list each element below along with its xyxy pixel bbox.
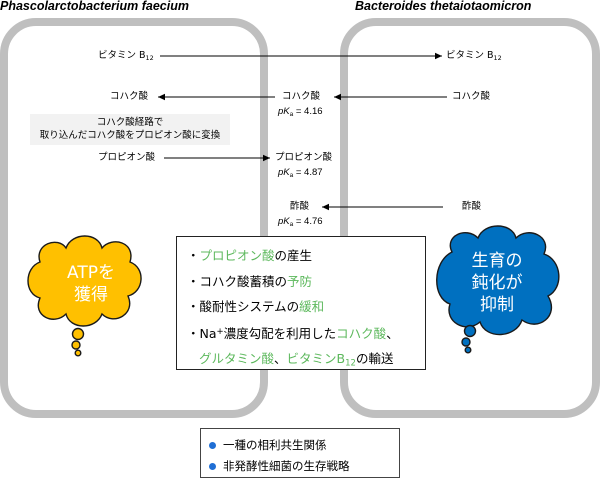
left-propionate-label: プロピオン酸 bbox=[98, 152, 156, 163]
growth-line-3: 抑制 bbox=[480, 295, 514, 315]
pka-p: p bbox=[278, 167, 284, 178]
bullet-dot bbox=[209, 463, 216, 470]
conclusion-text: 一種の相利共生関係 bbox=[223, 438, 327, 452]
highlight: コハク酸 bbox=[336, 325, 387, 341]
middle-acetate-label: 酢酸 bbox=[290, 201, 310, 212]
growth-bubble-text: 生育の 鈍化が 抑制 bbox=[452, 250, 542, 316]
subscript: 12 bbox=[345, 358, 356, 369]
highlight: 緩和 bbox=[299, 299, 325, 314]
vitamin-base: ビタミン B bbox=[98, 50, 146, 61]
highlight: ビタミンB bbox=[286, 350, 346, 366]
acetate-pka: pKa = 4.76 bbox=[278, 216, 323, 228]
text: の産生 bbox=[274, 248, 313, 263]
text: Na bbox=[199, 325, 217, 341]
text: 、 bbox=[274, 350, 287, 366]
pka-k: K bbox=[283, 106, 290, 117]
text: 濃度勾配を利用した bbox=[223, 325, 337, 341]
succinate-pathway-note: コハク酸経路で 取り込んだコハク酸をプロピオン酸に変換 bbox=[30, 114, 230, 145]
mechanism-na-gradient: ・Na+濃度勾配を利用したコハク酸、 bbox=[187, 320, 417, 346]
left-vitamin-b12-label: ビタミン B12 bbox=[98, 50, 154, 64]
vitamin-sub: 12 bbox=[493, 53, 502, 62]
bullet-dot bbox=[209, 442, 216, 449]
bullet: ・ bbox=[187, 273, 200, 289]
atp-line-2: 獲得 bbox=[74, 285, 108, 305]
bullet: ・ bbox=[187, 248, 200, 263]
note-line-1: コハク酸経路で bbox=[96, 117, 164, 128]
superscript: + bbox=[216, 326, 224, 337]
growth-line-1: 生育の bbox=[471, 251, 523, 271]
left-cell-outline bbox=[0, 18, 268, 418]
atp-bubble-text: ATPを 獲得 bbox=[46, 262, 136, 306]
left-organism-title: Phascolarctobacterium faecium bbox=[0, 0, 189, 13]
highlight: 予防 bbox=[287, 273, 313, 289]
vitamin-base: ビタミン B bbox=[446, 50, 494, 61]
pka-p: p bbox=[278, 106, 284, 117]
pka-k: K bbox=[283, 167, 290, 178]
pka-p: p bbox=[278, 216, 284, 227]
middle-propionate-label: プロピオン酸 bbox=[275, 152, 333, 163]
propionate-pka: pKa = 4.87 bbox=[278, 167, 323, 179]
highlight: プロピオン酸 bbox=[199, 248, 275, 263]
right-succinate-label: コハク酸 bbox=[452, 91, 491, 102]
conclusion-item: 一種の相利共生関係 bbox=[209, 435, 389, 456]
pka-value: = 4.16 bbox=[293, 106, 323, 117]
pka-a: a bbox=[289, 220, 294, 228]
right-vitamin-b12-label: ビタミン B12 bbox=[446, 50, 502, 64]
vitamin-sub: 12 bbox=[145, 53, 154, 62]
right-cell-outline bbox=[340, 18, 600, 418]
middle-succinate-label: コハク酸 bbox=[282, 91, 321, 102]
note-line-2: 取り込んだコハク酸をプロピオン酸に変換 bbox=[39, 129, 221, 141]
pka-value: = 4.87 bbox=[293, 167, 323, 178]
bullet: ・ bbox=[187, 299, 200, 314]
conclusion-item: 非発酵性細菌の生存戦略 bbox=[209, 456, 389, 477]
atp-bubble bbox=[27, 235, 142, 357]
mechanism-acid-tolerance: ・酸耐性システムの緩和 bbox=[187, 294, 417, 320]
mechanism-propionate-production: ・プロピオン酸の産生 bbox=[187, 243, 417, 269]
right-organism-title: Bacteroides thetaiotaomicron bbox=[355, 0, 532, 13]
growth-line-2: 鈍化が bbox=[471, 273, 523, 293]
text: 、 bbox=[386, 325, 399, 341]
mechanism-transport: グルタミン酸、ビタミンB12の輸送 bbox=[187, 346, 417, 377]
text: コハク酸蓄積の bbox=[199, 273, 288, 289]
conclusion-text: 非発酵性細菌の生存戦略 bbox=[223, 459, 350, 473]
highlight: グルタミン酸 bbox=[199, 350, 275, 366]
text: の輸送 bbox=[355, 350, 394, 366]
bullet: ・ bbox=[187, 325, 200, 341]
mechanisms-box: ・プロピオン酸の産生 ・コハク酸蓄積の予防 ・酸耐性システムの緩和 ・Na+濃度… bbox=[176, 236, 426, 370]
atp-line-1: ATPを bbox=[67, 263, 115, 283]
growth-bubble bbox=[436, 225, 560, 354]
pka-value: = 4.76 bbox=[293, 216, 323, 227]
pka-a: a bbox=[289, 110, 294, 118]
pka-k: K bbox=[283, 216, 290, 227]
mechanism-succinate-prevention: ・コハク酸蓄積の予防 bbox=[187, 269, 417, 295]
right-acetate-label: 酢酸 bbox=[462, 201, 482, 212]
left-succinate-label: コハク酸 bbox=[110, 91, 149, 102]
text: 酸耐性システムの bbox=[199, 299, 300, 314]
pka-a: a bbox=[289, 171, 294, 179]
conclusion-box: 一種の相利共生関係 非発酵性細菌の生存戦略 bbox=[200, 428, 400, 478]
succinate-pka: pKa = 4.16 bbox=[278, 106, 323, 118]
